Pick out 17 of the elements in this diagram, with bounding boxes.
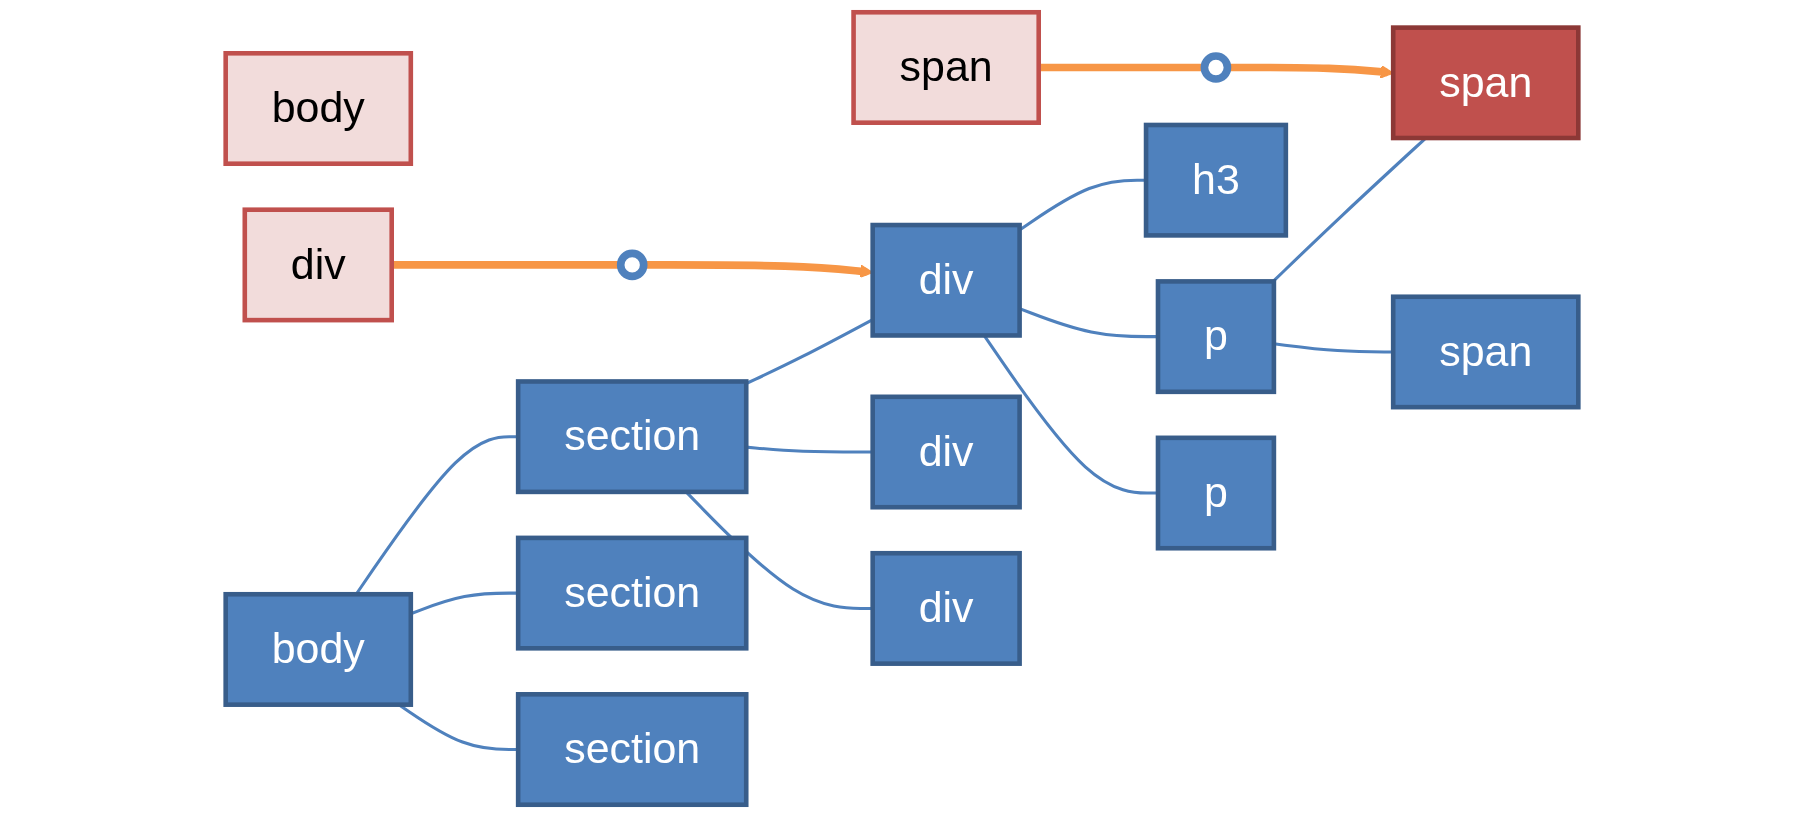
node-circle (1200, 52, 1232, 83)
node-box: p (1155, 435, 1277, 551)
node-box: section (515, 692, 749, 808)
node-box: div (870, 550, 1022, 666)
node-box: span (1390, 294, 1581, 410)
node-box: section (515, 379, 749, 495)
node-box: section (515, 535, 749, 651)
node-box: div (870, 222, 1022, 338)
node-box: h3 (1143, 122, 1289, 238)
node-box: body (223, 591, 414, 707)
node-box: body (223, 51, 414, 166)
node-box: p (1155, 279, 1277, 395)
node-circle (616, 249, 648, 281)
node-box: div (242, 207, 394, 323)
node-box: span (1390, 25, 1581, 141)
node-box: div (870, 394, 1022, 510)
node-box: span (851, 9, 1041, 125)
